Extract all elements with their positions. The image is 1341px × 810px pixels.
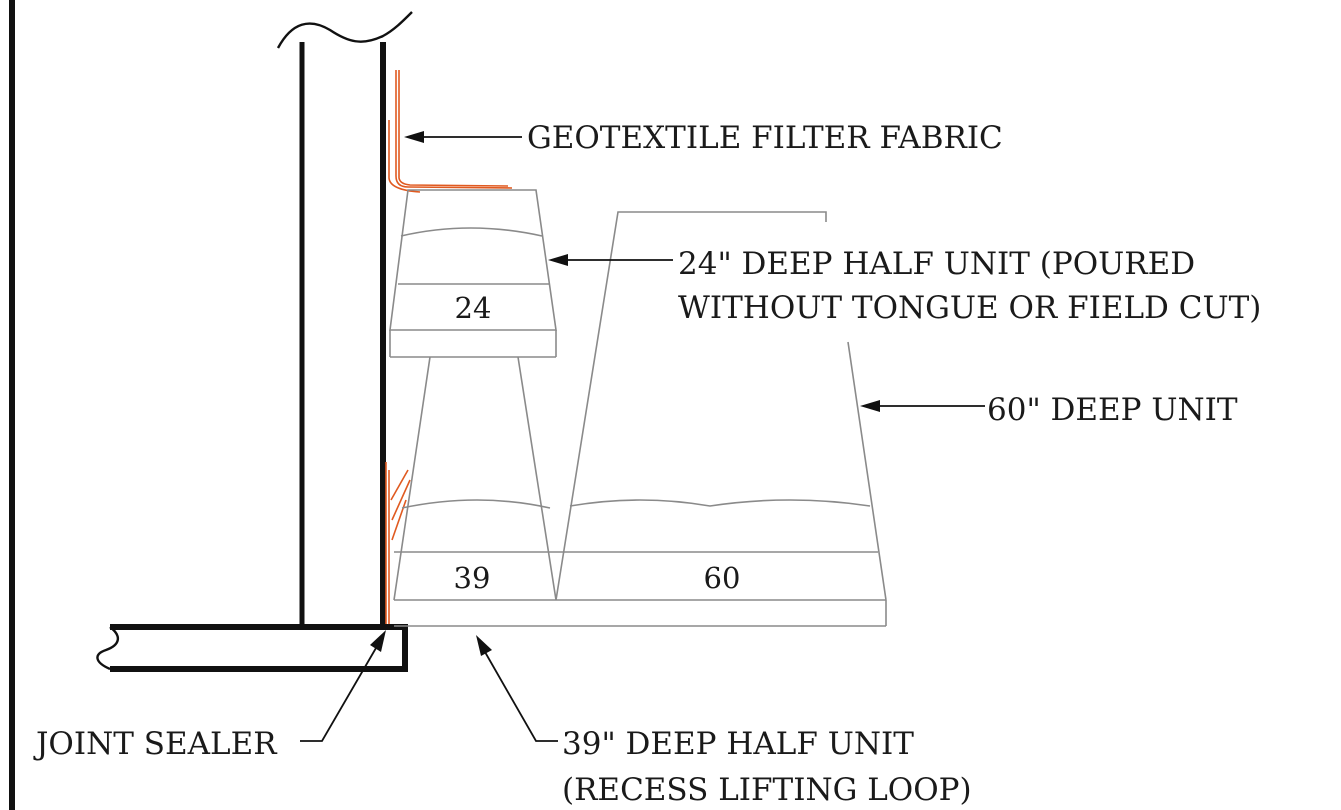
block-24-half-unit: [389, 189, 557, 358]
label-60-deep-unit: 60" DEEP UNIT: [987, 392, 1238, 428]
label-39-half-unit-line2: (RECESS LIFTING LOOP): [562, 772, 972, 808]
block-39-half-unit: [393, 356, 557, 627]
block-60-deep-unit: [555, 211, 887, 627]
label-39-half-unit-line1: 39" DEEP HALF UNIT: [562, 726, 914, 762]
leader-24-half-unit: [548, 254, 673, 266]
leader-39-half-unit: [476, 635, 558, 742]
unit-number-60: 60: [704, 561, 741, 595]
label-24-half-unit-line2: WITHOUT TONGUE OR FIELD CUT): [678, 290, 1261, 326]
footing-slab: [96, 624, 408, 672]
foundation-wall: [276, 11, 413, 627]
footing-break-line: [96, 626, 119, 671]
leader-60-unit: [860, 400, 985, 412]
leader-geotextile: [404, 131, 522, 143]
label-24-half-unit-line1: 24" DEEP HALF UNIT (POURED: [678, 246, 1195, 282]
label-geotextile-filter-fabric: GEOTEXTILE FILTER FABRIC: [527, 120, 1003, 156]
wall-break-line: [276, 11, 413, 49]
leader-joint-sealer: [300, 630, 386, 742]
geotextile-fabric-strokes: [385, 70, 513, 624]
unit-number-39: 39: [454, 561, 491, 595]
unit-number-24: 24: [455, 291, 492, 325]
label-joint-sealer: JOINT SEALER: [33, 726, 278, 762]
